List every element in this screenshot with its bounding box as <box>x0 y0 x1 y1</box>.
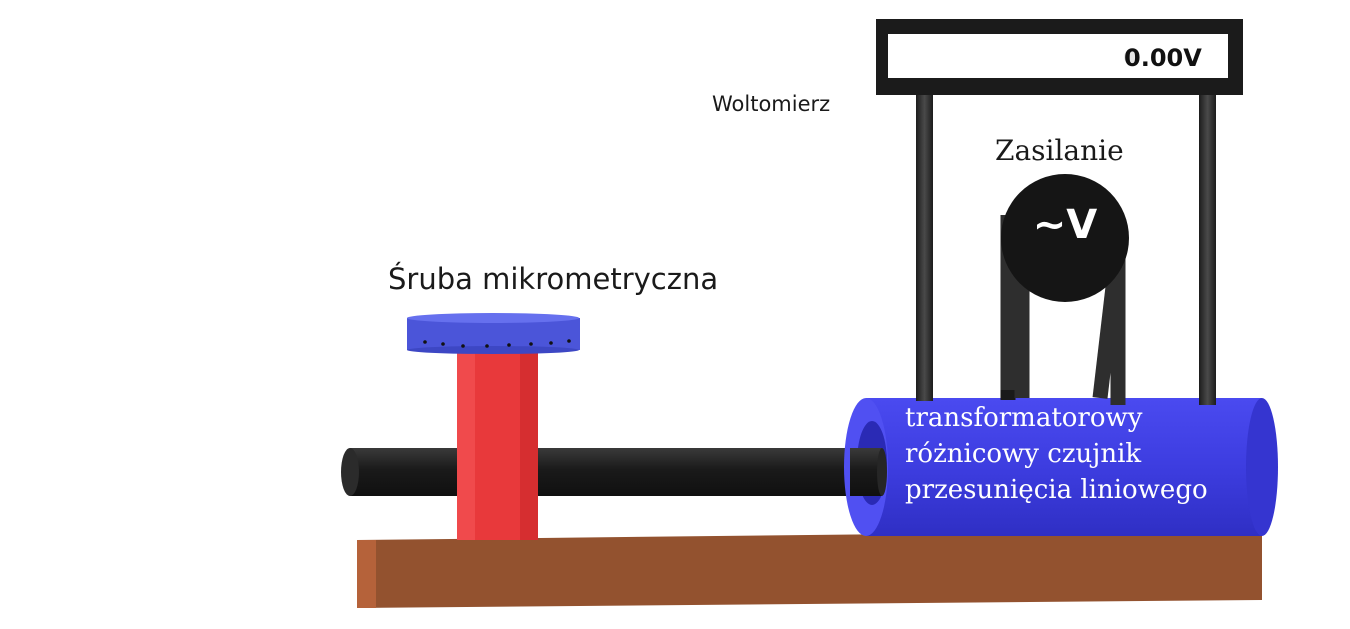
micrometer-cap <box>407 313 580 354</box>
micrometer-screw <box>407 313 580 540</box>
wooden-base <box>357 530 1262 608</box>
lvdt-label-line-3: przesunięcia liniowego <box>905 475 1208 505</box>
voltmeter-label: Woltomierz <box>712 92 831 116</box>
lvdt-transformer <box>844 398 1278 536</box>
power-supply <box>1001 174 1129 302</box>
voltmeter-wires <box>916 95 1216 405</box>
voltmeter <box>876 19 1243 95</box>
voltmeter-display <box>888 34 1228 78</box>
micrometer-scale-dots <box>423 339 571 348</box>
lvdt-label-line-2: różnicowy czujnik <box>905 439 1142 469</box>
power-supply-label: Zasilanie <box>995 134 1124 167</box>
ac-voltage-symbol: ~V <box>1032 202 1098 248</box>
lvdt-label-line-1: transformatorowy <box>905 403 1143 433</box>
plunger-rod <box>341 448 890 496</box>
voltmeter-reading: 0.00V <box>1124 44 1202 72</box>
micrometer-screw-label: Śruba mikrometryczna <box>388 262 719 296</box>
lvdt-label: transformatorowy różnicowy czujnik przes… <box>905 400 1208 508</box>
